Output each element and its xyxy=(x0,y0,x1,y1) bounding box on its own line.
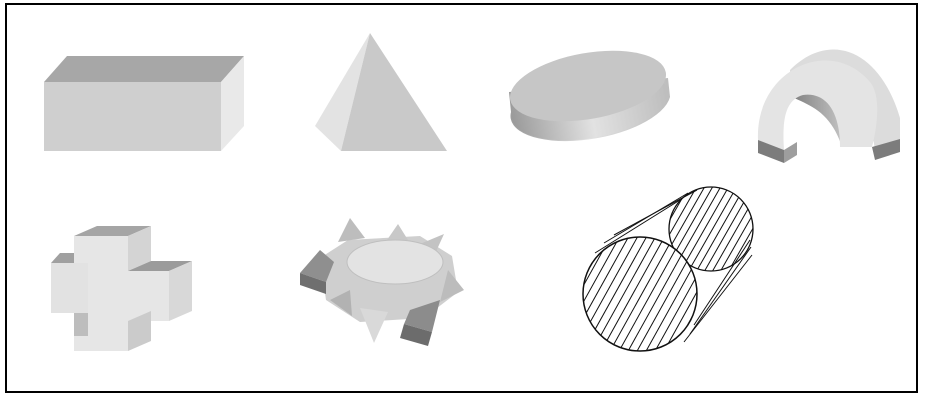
pyramid-front-face xyxy=(341,33,447,151)
gear-hub xyxy=(347,240,443,284)
gear-tooth-bottom xyxy=(360,308,388,343)
elliptical-disc-shape xyxy=(504,40,673,151)
triangular-pyramid-shape xyxy=(315,33,447,151)
arch-left-foot-side xyxy=(784,142,797,163)
prism-top-face xyxy=(44,56,244,82)
rectangular-prism-shape xyxy=(44,56,244,151)
cross-front-face xyxy=(74,236,169,351)
gear-shape xyxy=(300,218,464,346)
gear-tooth-top xyxy=(387,224,408,240)
hatched-cylinder-shape xyxy=(486,160,792,380)
cross-lower-shadow xyxy=(74,313,88,336)
prism-front-face xyxy=(44,82,221,151)
arch-shape xyxy=(758,50,900,163)
cross-right-side xyxy=(169,261,192,321)
cross-block-shape xyxy=(51,226,192,351)
cross-left-front xyxy=(51,263,88,313)
gear-tooth-top-left xyxy=(338,218,365,242)
